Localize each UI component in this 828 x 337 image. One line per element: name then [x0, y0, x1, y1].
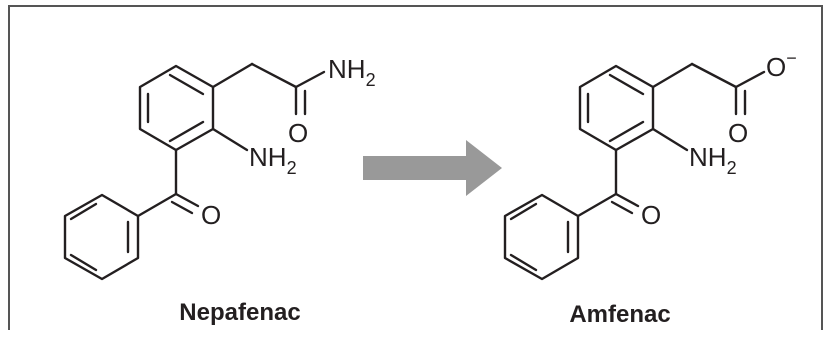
nepafenac-name-label: Nepafenac: [179, 299, 300, 326]
amfenac-ketone-co-bond: [610, 200, 634, 215]
nepafenac-c-n-bond: [294, 70, 326, 89]
amfenac-amine-nh2: NH2: [689, 142, 737, 178]
reaction-arrow: [363, 140, 502, 196]
nepafenac-ketone-co-bond: [174, 192, 200, 208]
amfenac-name-label: Amfenac: [569, 301, 670, 328]
amfenac-structure: O− O NH2 O Amfenac: [503, 48, 797, 328]
nepafenac-ch2-bond: [211, 62, 254, 89]
amfenac-ring-double-bond: [608, 120, 645, 143]
nepafenac-ketone-co-bond: [170, 200, 194, 215]
nepafenac-amide-n: NH2: [328, 54, 376, 90]
nepafenac-acyl-bond: [250, 62, 298, 89]
nepafenac-ketone-to-phenyl-bond: [136, 192, 178, 218]
amfenac-acyl-bond: [690, 62, 738, 89]
nepafenac-amine-nh2: NH2: [249, 142, 297, 178]
amfenac-ketone-co-bond: [614, 192, 640, 208]
nepafenac-ring-double-bond: [69, 253, 98, 272]
amfenac-ring-double-bond: [509, 253, 538, 272]
nepafenac-structure: NH2 O NH2 O Nepafenac: [63, 54, 376, 326]
amfenac-carboxylate-oxygen: O−: [766, 48, 797, 82]
nepafenac-amide-oxygen: O: [288, 118, 308, 148]
nepafenac-ring-double-bond: [69, 202, 98, 221]
amfenac-ring-double-bond: [608, 73, 645, 96]
amfenac-ch2-bond: [651, 62, 694, 89]
nepafenac-lower-ring: [63, 193, 140, 281]
amfenac-c-o-bond: [734, 70, 766, 89]
amfenac-ring-double-bond: [509, 202, 538, 221]
amfenac-ketone-to-phenyl-bond: [576, 192, 618, 218]
nepafenac-ring-double-bond: [168, 120, 205, 143]
nepafenac-c-nh2-bond: [211, 127, 249, 152]
nepafenac-ketone-oxygen: O: [201, 200, 221, 230]
amfenac-c-nh2-bond: [651, 127, 689, 152]
figure-frame: [8, 5, 823, 330]
amfenac-ketone-oxygen: O: [641, 200, 661, 230]
amfenac-lower-ring: [503, 193, 580, 281]
nepafenac-ring-double-bond: [168, 73, 205, 96]
amfenac-carbonyl-oxygen: O: [728, 118, 748, 148]
